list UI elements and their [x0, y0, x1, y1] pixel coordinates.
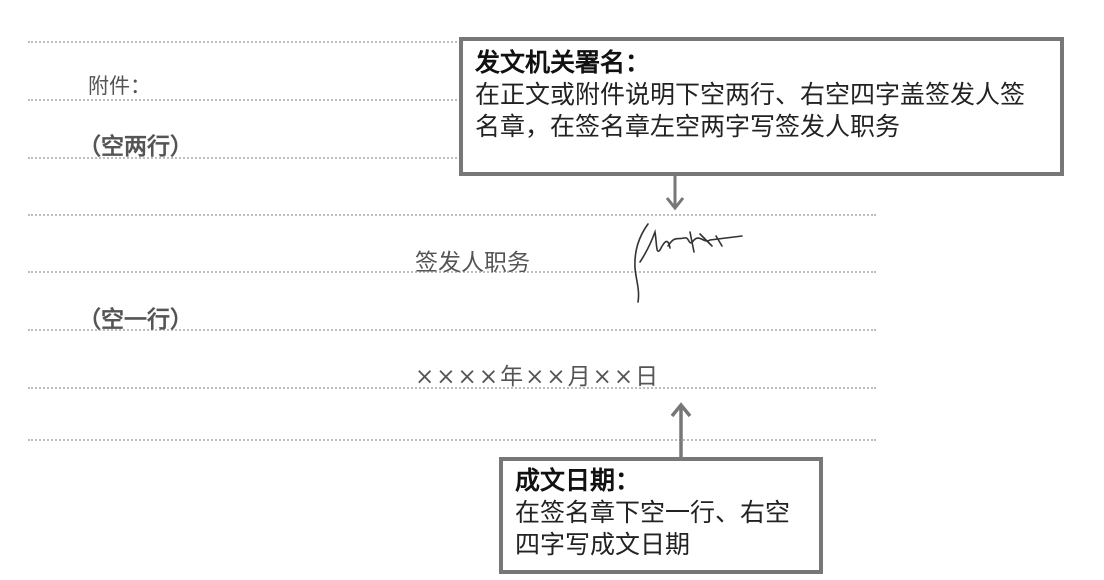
blank-two-lines-note: （空两行）	[78, 133, 193, 160]
arrow-down-icon	[665, 174, 685, 211]
callout-title: 成文日期：	[515, 466, 641, 495]
callout-issue-date: 成文日期： 在签名章下空一行、右空四字写成文日期	[499, 457, 823, 574]
date-placeholder: ××××年××月××日	[415, 364, 661, 390]
dotted-rule	[28, 271, 876, 273]
callout-body: 在签名章下空一行、右空四字写成文日期	[515, 498, 791, 559]
arrow-up-icon	[670, 402, 692, 458]
dotted-rule	[28, 329, 876, 331]
callout-issuer-signature: 发文机关署名： 在正文或附件说明下空两行、右空四字盖签发人签名章，在签名章左空两…	[459, 37, 1064, 176]
dotted-rule	[28, 99, 876, 101]
dotted-rule	[28, 387, 876, 389]
callout-body: 在正文或附件说明下空两行、右空四字盖签发人签名章，在签名章左空两字写签发人职务	[475, 80, 1026, 141]
dotted-rule	[28, 214, 876, 216]
dotted-rule	[28, 439, 876, 441]
attachment-label: 附件：	[88, 74, 151, 98]
blank-one-line-note: （空一行）	[78, 306, 193, 333]
callout-title: 发文机关署名：	[475, 48, 651, 77]
dotted-rule	[28, 157, 876, 159]
dotted-rule	[28, 41, 876, 43]
signature-stamp	[634, 223, 743, 303]
signer-title: 签发人职务	[415, 250, 530, 276]
